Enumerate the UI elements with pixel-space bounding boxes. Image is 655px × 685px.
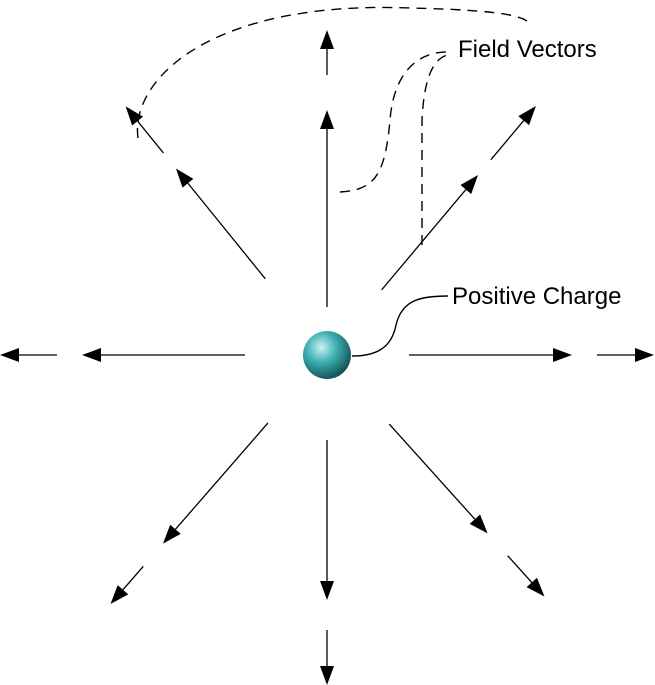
positive-charge-label: Positive Charge — [452, 283, 622, 310]
field-vector-inner-up-left — [175, 168, 266, 280]
field-vector-outer-right — [597, 348, 654, 362]
field-vector-inner-down-right — [388, 423, 488, 534]
field-vector-inner-left — [82, 348, 245, 362]
field-vector-inner-down-left — [162, 422, 269, 544]
field-vectors-label: Field Vectors — [458, 36, 597, 63]
positive-charge-sphere — [303, 331, 351, 379]
field-vectors-leader-right — [421, 53, 453, 245]
field-vector-inner-up-right — [381, 174, 479, 291]
field-vector-outer-up-left — [125, 106, 164, 154]
field-vector-outer-down-right — [507, 555, 545, 597]
field-vector-arrows — [0, 30, 654, 685]
field-vector-outer-down-left — [110, 565, 144, 605]
field-vectors-leader-mid — [339, 51, 453, 193]
field-vector-inner-right — [409, 348, 572, 362]
positive-charge-leader — [351, 295, 449, 357]
field-vector-outer-left — [0, 348, 57, 362]
field-vector-outer-down — [320, 630, 334, 685]
field-vector-outer-up — [320, 30, 334, 75]
field-vector-outer-up-right — [490, 106, 536, 161]
field-vector-inner-up — [320, 110, 334, 307]
field-vectors-leader-top — [136, 6, 531, 139]
field-vector-inner-down — [320, 440, 334, 600]
